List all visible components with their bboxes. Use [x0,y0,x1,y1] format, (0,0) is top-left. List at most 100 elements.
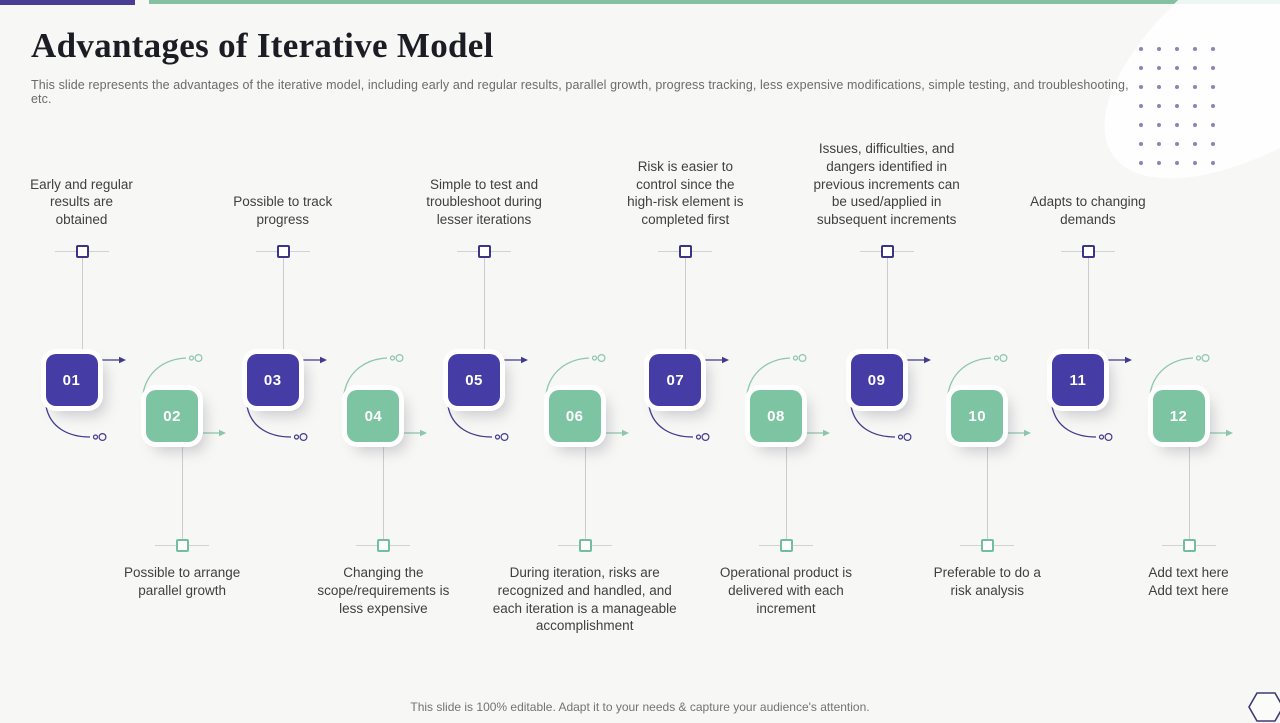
step-box-10[interactable]: 10 [951,390,1004,442]
dot [1157,123,1161,127]
arrow-connector [501,356,529,364]
step-box-06[interactable]: 06 [548,390,601,442]
curve-connector [246,405,308,442]
dot [1175,161,1179,165]
dot [1139,104,1143,108]
footer-note[interactable]: This slide is 100% editable. Adapt it to… [410,700,870,714]
dot [1211,161,1215,165]
step-box-08[interactable]: 08 [749,390,802,442]
dot [1139,47,1143,51]
curve-connector [343,353,404,395]
arrow-connector [702,356,730,364]
arrow-connector [199,429,227,437]
timeline-label[interactable]: During iteration, risks are recognized a… [492,565,677,634]
dot [1193,142,1197,146]
dot [1193,47,1197,51]
timeline-label[interactable]: Possible to arrange parallel growth [123,565,241,598]
step-number: 04 [364,407,383,425]
timeline-label[interactable]: Issues, difficulties, and dangers identi… [813,140,960,228]
step-number: 02 [163,407,181,425]
step-box-05[interactable]: 05 [448,354,501,406]
step-number: 12 [1169,407,1188,425]
dot [1211,66,1215,70]
timeline-marker [276,245,290,258]
arrow-connector [299,356,327,364]
step-number: 05 [465,371,483,389]
timeline-label[interactable]: Operational product is delivered with ea… [719,565,852,616]
step-number: 11 [1069,371,1087,389]
connector-line [484,257,486,354]
dot [1193,85,1197,89]
timeline-marker [478,245,492,258]
dot [1175,104,1179,108]
curve-connector [447,405,509,442]
connector-line [182,442,184,539]
timeline-marker [981,539,995,552]
timeline-label[interactable]: Changing the scope/requirements is less … [317,565,450,616]
curve-connector [947,353,1008,395]
timeline-label[interactable]: Preferable to do a risk analysis [933,565,1041,598]
step-box-07[interactable]: 07 [649,354,702,406]
timeline-marker [779,539,793,552]
curve-connector [1051,405,1113,442]
step-box-12[interactable]: 12 [1152,390,1205,442]
dot [1157,142,1161,146]
curve-connector [746,353,807,395]
connector-line [282,257,284,354]
connector-line [1188,442,1190,539]
connector-line [685,257,687,354]
arrow-connector [802,429,830,437]
dot [1175,66,1179,70]
timeline-marker [1182,539,1196,552]
timeline-label[interactable]: Simple to test and troubleshoot during l… [426,176,542,228]
step-box-09[interactable]: 09 [850,354,903,406]
dot [1193,66,1197,70]
top-accent-bar-green [149,0,1280,4]
connector-line [987,442,989,539]
connector-line [584,442,586,539]
dot [1175,47,1179,51]
slide-title[interactable]: Advantages of Iterative Model [31,26,494,65]
slide-subtitle[interactable]: This slide represents the advantages of … [31,78,1129,106]
timeline-label[interactable]: Possible to track progress [233,194,333,228]
dot [1139,123,1143,127]
curve-connector [849,405,912,442]
timeline-marker [176,539,190,552]
dot [1193,104,1197,108]
step-box-03[interactable]: 03 [246,354,299,406]
timeline-marker [75,245,89,258]
dot [1175,85,1179,89]
step-box-02[interactable]: 02 [146,390,199,442]
step-box-01[interactable]: 01 [45,354,98,406]
curve-connector [142,353,203,395]
timeline-label[interactable]: Adapts to changing demands [1030,194,1146,228]
dot [1157,85,1161,89]
timeline-label[interactable]: Add text here Add text here [1148,565,1229,598]
timeline-label[interactable]: Risk is easier to control since the high… [627,158,744,228]
connector-line [81,257,83,354]
step-box-11[interactable]: 11 [1051,354,1104,406]
dot [1193,123,1197,127]
timeline-marker [578,539,592,552]
step-number: 03 [263,371,282,389]
dot [1175,123,1179,127]
step-number: 01 [62,371,81,389]
dot [1211,47,1215,51]
connector-line [785,442,787,539]
step-box-04[interactable]: 04 [347,390,400,442]
timeline-label[interactable]: Early and regular results are obtained [30,176,133,228]
dot-grid-decoration [1139,47,1231,181]
connector-line [383,442,385,539]
dot [1211,142,1215,146]
dot [1175,142,1179,146]
dot [1211,85,1215,89]
dot [1193,161,1197,165]
dot [1211,123,1215,127]
timeline-marker [880,245,894,258]
timeline-marker [679,245,693,258]
dot [1157,47,1161,51]
step-number: 07 [666,371,685,389]
dot [1211,104,1215,108]
